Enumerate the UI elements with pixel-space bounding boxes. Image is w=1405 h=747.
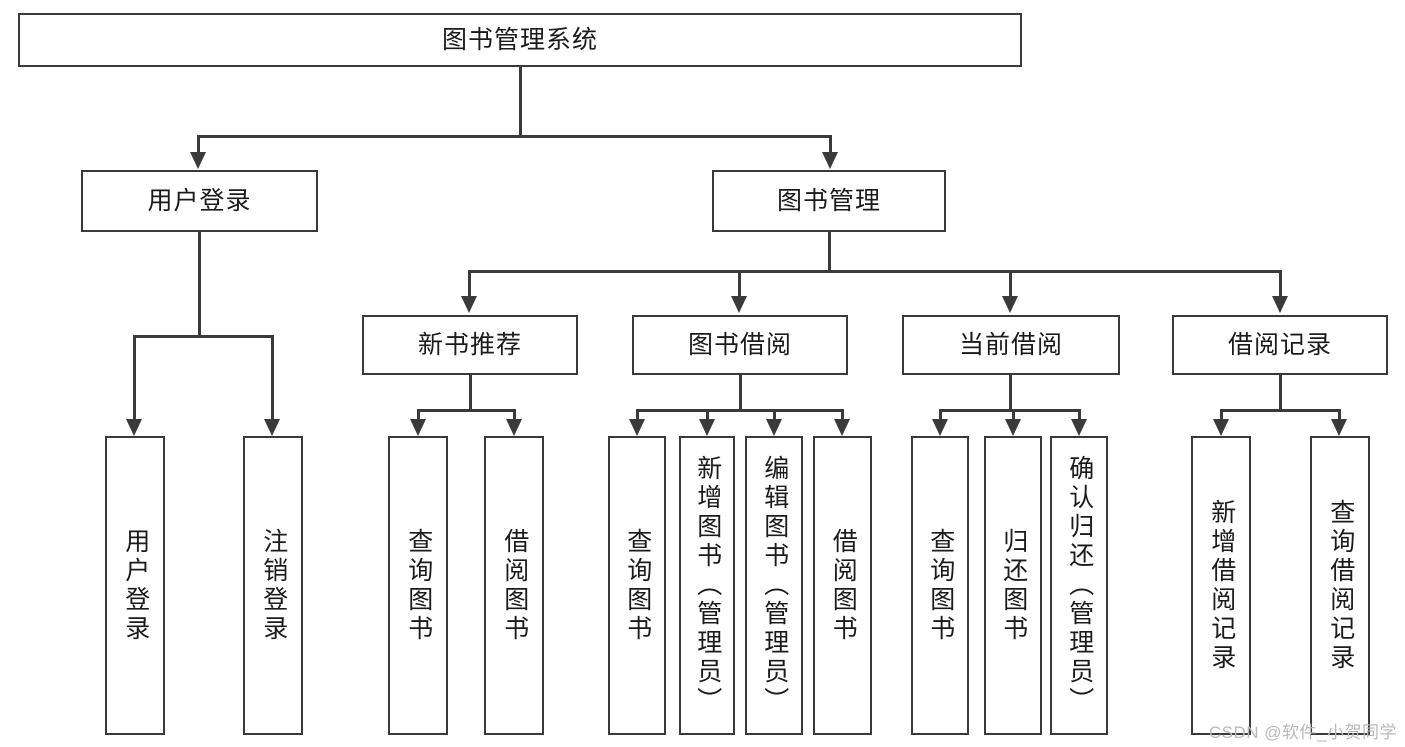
node-book-borrow[interactable]: 图书借阅 [632,315,848,375]
arrowhead-borrow-record [1272,296,1288,313]
connector-drop-book-borrow [738,270,741,298]
connector-drop-leaf-confirm-return [1078,409,1081,419]
leaf-query-book-borrow[interactable]: 查询图书 [608,436,666,735]
leaf-query-book-current[interactable]: 查询图书 [911,436,969,735]
arrowhead-leaf-add-record [1213,419,1229,436]
connector-drop-leaf-add-record [1220,409,1223,419]
node-label: 借阅图书 [829,527,858,644]
node-label: 借阅记录 [1227,330,1332,359]
leaf-return-book[interactable]: 归还图书 [984,436,1042,735]
arrowhead-leaf-add-book [699,419,715,436]
connector-drop-leaf-logout [271,335,274,419]
arrowhead-leaf-return-book [1005,419,1021,436]
arrowhead-book-mgmt [822,152,838,169]
node-new-book-recommend[interactable]: 新书推荐 [362,315,578,375]
connector-borrow-record-stem [1279,375,1282,409]
arrowhead-leaf-borrow-book-1 [506,419,522,436]
node-user-login[interactable]: 用户登录 [81,170,318,232]
node-label: 图书借阅 [687,330,792,359]
connector-drop-leaf-query-record [1338,409,1341,419]
connector-book-borrow-stem [739,375,742,409]
node-label: 图书管理 [776,186,881,215]
connector-user-login-stem [198,232,201,335]
connector-level3-bus [468,270,1280,273]
arrowhead-leaf-edit-book [766,419,782,436]
connector-drop-leaf-add-book [706,409,709,419]
node-label: 借阅图书 [500,527,529,644]
connector-new-books-bus [417,409,515,412]
connector-root-stem [519,67,522,135]
arrowhead-leaf-query-book-2 [629,419,645,436]
connector-drop-leaf-user-login [133,335,136,419]
node-book-management[interactable]: 图书管理 [712,170,946,232]
node-label: 用户登录 [121,527,150,644]
arrowhead-leaf-query-book-3 [932,419,948,436]
connector-drop-user-login [197,135,200,153]
connector-book-mgmt-stem [828,232,831,270]
connector-new-books-stem [469,375,472,409]
connector-drop-new-books [468,270,471,298]
node-borrow-record[interactable]: 借阅记录 [1172,315,1388,375]
node-label: 确认归还（管理员） [1065,455,1094,716]
leaf-query-borrow-record[interactable]: 查询借阅记录 [1310,436,1370,735]
leaf-query-book-recommend[interactable]: 查询图书 [388,436,448,735]
node-label: 当前借阅 [958,330,1063,359]
connector-drop-leaf-edit-book [773,409,776,419]
node-label: 用户登录 [147,186,252,215]
leaf-add-book-admin[interactable]: 新增图书（管理员） [679,436,735,735]
connector-drop-leaf-query-book-3 [939,409,942,419]
arrowhead-leaf-user-login [126,419,142,436]
connector-drop-leaf-borrow-book-1 [513,409,516,419]
node-label: 新书推荐 [417,330,522,359]
node-label: 新增借阅记录 [1207,498,1236,673]
connector-current-borrow-bus [939,409,1080,412]
node-label: 注销登录 [259,527,288,644]
arrowhead-leaf-borrow-book-2 [834,419,850,436]
connector-borrow-record-bus [1220,409,1340,412]
connector-book-borrow-bus [636,409,843,412]
node-label: 查询图书 [623,527,652,644]
arrowhead-leaf-query-record [1331,419,1347,436]
arrowhead-user-login [190,152,206,169]
node-label: 图书管理系统 [441,25,598,54]
node-label: 查询图书 [404,527,433,644]
node-label: 归还图书 [999,527,1028,644]
node-label: 查询图书 [926,527,955,644]
arrowhead-book-borrow [731,296,747,313]
leaf-borrow-book[interactable]: 借阅图书 [813,436,872,735]
node-current-borrow[interactable]: 当前借阅 [902,315,1120,375]
leaf-borrow-book-recommend[interactable]: 借阅图书 [484,436,544,735]
node-label: 新增图书（管理员） [693,455,722,716]
leaf-edit-book-admin[interactable]: 编辑图书（管理员） [745,436,803,735]
connector-level2-bus [197,135,831,138]
node-root-system[interactable]: 图书管理系统 [18,13,1022,67]
arrowhead-new-books [461,296,477,313]
leaf-user-login[interactable]: 用户登录 [105,436,165,735]
leaf-logout[interactable]: 注销登录 [243,436,303,735]
connector-drop-current-borrow [1009,270,1012,298]
arrowhead-leaf-query-book-1 [410,419,426,436]
connector-drop-leaf-query-book-2 [636,409,639,419]
node-label: 查询借阅记录 [1326,498,1355,673]
csdn-watermark: CSDN @软件_小贺同学 [1208,723,1397,742]
arrowhead-leaf-logout [264,419,280,436]
connector-drop-leaf-borrow-book-2 [841,409,844,419]
connector-drop-leaf-query-book-1 [417,409,420,419]
leaf-add-borrow-record[interactable]: 新增借阅记录 [1191,436,1251,735]
arrowhead-leaf-confirm-return [1071,419,1087,436]
node-label: 编辑图书（管理员） [760,455,789,716]
arrowhead-current-borrow [1002,296,1018,313]
leaf-confirm-return-admin[interactable]: 确认归还（管理员） [1050,436,1108,735]
connector-drop-leaf-return-book [1012,409,1015,419]
connector-user-login-bus [133,335,273,338]
connector-drop-borrow-record [1279,270,1282,298]
connector-current-borrow-stem [1009,375,1012,409]
connector-drop-book-mgmt [829,135,832,153]
